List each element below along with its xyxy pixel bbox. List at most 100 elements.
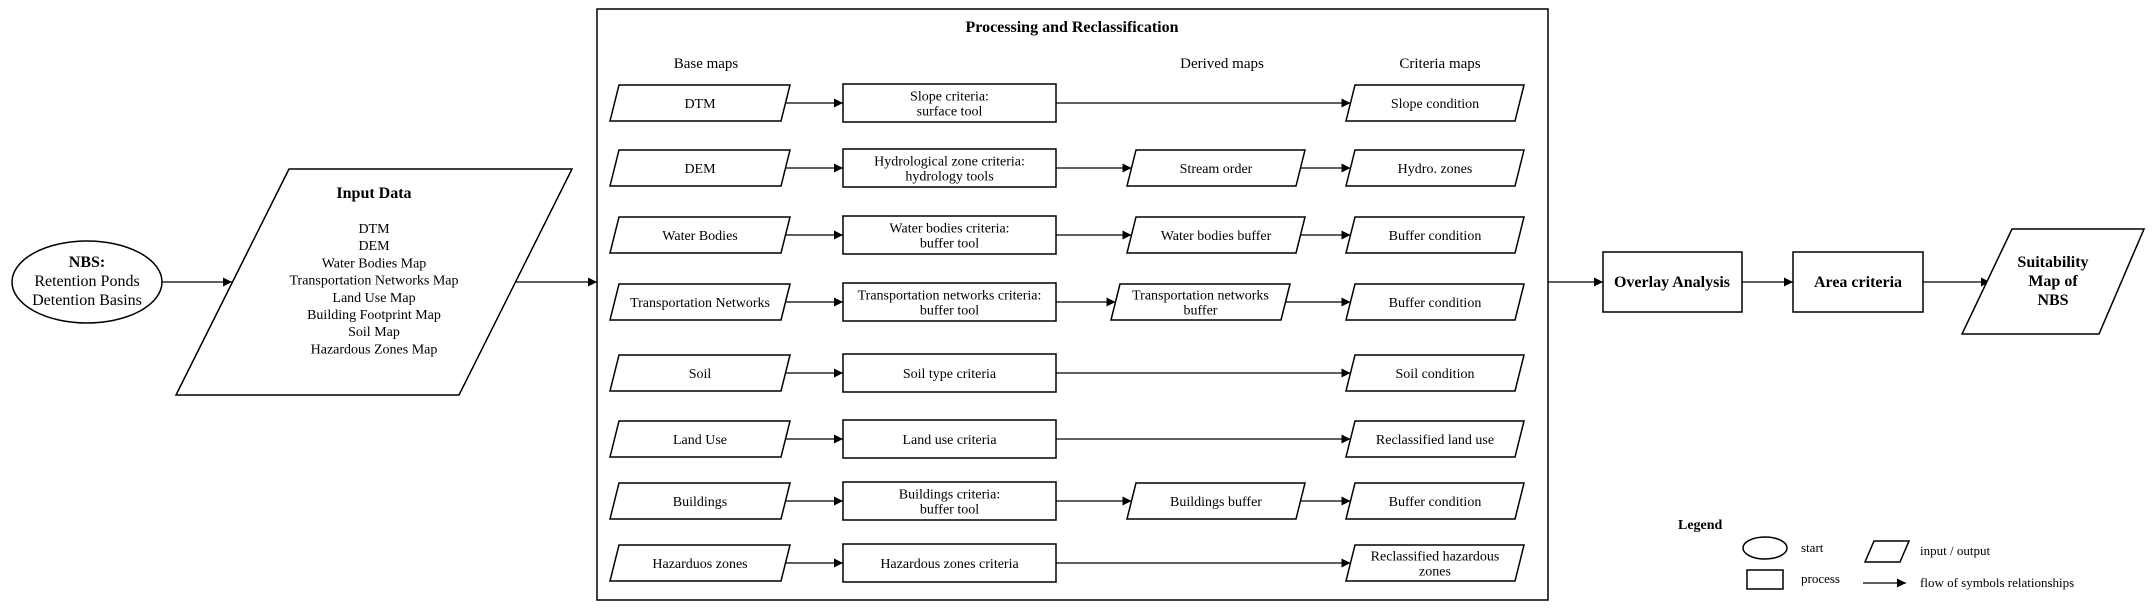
base-map-node (609, 283, 791, 321)
criteria-map-node (1345, 283, 1525, 321)
base-map-label: DTM (684, 97, 716, 112)
process-label: Hazardous zones criteria (880, 557, 1019, 572)
base-map-label: Water Bodies (662, 229, 737, 244)
legend-title: Legend (1678, 518, 1723, 533)
derived-map-label: Water bodies buffer (1161, 229, 1272, 244)
process-node (842, 215, 1057, 255)
criteria-map-node (1345, 84, 1525, 122)
derived-map-node (1126, 482, 1306, 520)
criteria-map-node (1345, 482, 1525, 520)
start-node-line: Retention Ponds (34, 273, 139, 290)
criteria-map-label: Soil condition (1396, 367, 1475, 382)
derived-map-node (1110, 283, 1291, 321)
base-map-label: Soil (689, 367, 712, 382)
base-map-node (609, 544, 791, 582)
derived-map-label: buffer (1184, 304, 1218, 319)
start-node-line: Detention Basins (32, 292, 142, 309)
criteria-map-node (1345, 544, 1525, 582)
process-label: Soil type criteria (903, 367, 997, 382)
process-label: buffer tool (920, 503, 979, 518)
process-node (842, 543, 1057, 583)
process-node (842, 419, 1057, 459)
legend-io-symbol (1863, 540, 1911, 563)
derived-map-label: Buildings buffer (1170, 495, 1262, 510)
base-map-node (609, 354, 791, 392)
header-criteria-maps: Criteria maps (1399, 56, 1480, 72)
processing-frame (596, 8, 1549, 601)
base-map-node (609, 84, 791, 122)
input-data-item: Transportation Networks Map (289, 274, 458, 289)
criteria-map-label: Buffer condition (1389, 229, 1482, 244)
process-label: Transportation networks criteria: (858, 289, 1042, 304)
criteria-map-node (1345, 354, 1525, 392)
output-node: Suitability Map of NBS (1960, 228, 2146, 335)
criteria-map-label: Slope condition (1391, 97, 1479, 112)
base-map-label: Hazarduos zones (652, 557, 747, 572)
base-map-label: Land Use (673, 433, 727, 448)
input-data-item: DTM (358, 222, 390, 237)
criteria-map-label: Buffer condition (1389, 495, 1482, 510)
base-map-node (609, 482, 791, 520)
base-map-node (609, 216, 791, 254)
derived-map-node (1126, 149, 1306, 187)
input-data-item: Land Use Map (332, 291, 415, 306)
output-line: NBS (2037, 292, 2068, 309)
base-map-node (609, 149, 791, 187)
process-label: surface tool (917, 105, 983, 120)
output-line: Map of (2028, 273, 2078, 290)
area-criteria-label: Area criteria (1814, 274, 1902, 291)
process-label: Hydrological zone criteria: (874, 155, 1025, 170)
criteria-map-label: Hydro. zones (1398, 162, 1473, 177)
header-base-maps: Base maps (674, 56, 739, 72)
start-node: NBS: Retention Ponds Detention Basins (11, 240, 163, 324)
criteria-map-label: zones (1419, 565, 1451, 580)
base-map-label: Buildings (673, 495, 727, 510)
overlay-analysis-node: Overlay Analysis (1602, 251, 1743, 313)
criteria-map-node (1345, 420, 1525, 458)
input-data-item: Hazardous Zones Map (311, 342, 438, 357)
base-map-node (609, 420, 791, 458)
legend: Legend start process input / output flow… (1678, 518, 2074, 590)
base-map-label: DEM (684, 162, 716, 177)
start-node-line: NBS: (69, 254, 105, 271)
process-label: Land use criteria (902, 433, 997, 448)
overlay-analysis-label: Overlay Analysis (1614, 274, 1730, 291)
derived-map-label: Stream order (1180, 162, 1253, 177)
derived-map-label: Transportation networks (1132, 289, 1269, 304)
input-data-item: Building Footprint Map (307, 308, 441, 323)
header-derived-maps: Derived maps (1180, 56, 1264, 72)
criteria-map-label: Buffer condition (1389, 296, 1482, 311)
base-map-label: Transportation Networks (630, 296, 770, 311)
criteria-map-label: Reclassified hazardous (1371, 550, 1500, 565)
input-data-item: Soil Map (348, 325, 400, 340)
legend-start-label: start (1801, 540, 1824, 555)
process-label: Water bodies criteria: (889, 222, 1009, 237)
legend-process-symbol (1746, 569, 1784, 590)
legend-start-symbol (1742, 536, 1788, 560)
process-label: Slope criteria: (910, 90, 989, 105)
legend-io-label: input / output (1920, 543, 1990, 558)
input-data-item: DEM (358, 239, 390, 254)
process-label: buffer tool (920, 304, 979, 319)
process-label: buffer tool (920, 237, 979, 252)
process-node (842, 282, 1057, 322)
process-label: Buildings criteria: (899, 488, 1000, 503)
input-data-title: Input Data (336, 185, 411, 202)
processing-title: Processing and Reclassification (965, 19, 1178, 36)
legend-process-label: process (1801, 571, 1840, 586)
processing-rows: DTM Slope criteria:surface tool Slope cond… (609, 83, 1525, 583)
criteria-map-label: Reclassified land use (1376, 433, 1494, 448)
input-data-item: Water Bodies Map (322, 256, 427, 271)
process-label: hydrology tools (905, 170, 993, 185)
criteria-map-node (1345, 216, 1525, 254)
area-criteria-node: Area criteria (1792, 251, 1924, 313)
criteria-map-node (1345, 149, 1525, 187)
derived-map-node (1126, 216, 1306, 254)
legend-flow-label: flow of symbols relationships (1920, 575, 2074, 590)
process-node (842, 353, 1057, 393)
process-node (842, 148, 1057, 188)
input-data-node: Input Data DTM DEM Water Bodies MapTranspo… (174, 168, 574, 396)
process-node (842, 83, 1057, 123)
